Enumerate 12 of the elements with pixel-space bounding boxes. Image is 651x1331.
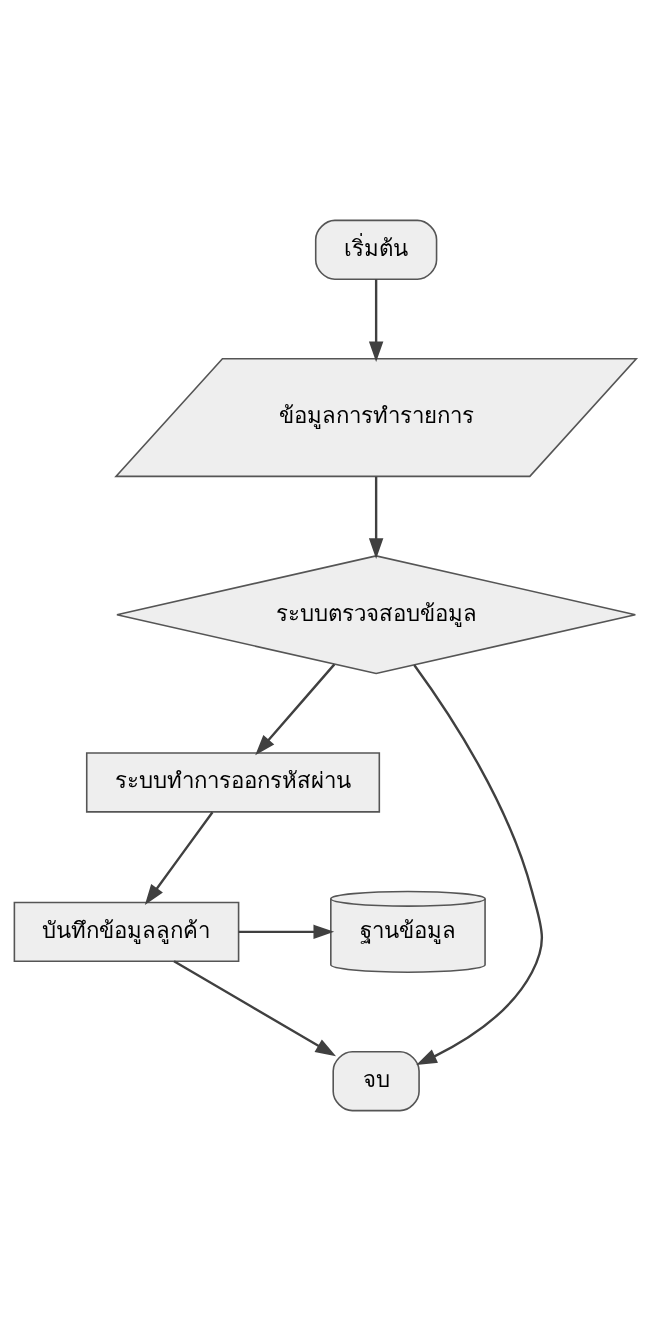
- arrow: [255, 663, 336, 756]
- arrow: [368, 476, 384, 559]
- arrow: [368, 279, 384, 363]
- node-diamond: ระบบตรวจสอบข้อมูล: [116, 555, 637, 675]
- node-box: เริ่มต้น: [314, 219, 438, 280]
- arrow: [238, 924, 335, 940]
- arrow: [144, 811, 214, 906]
- arrow: [173, 960, 337, 1057]
- arrow: [413, 664, 543, 1065]
- node-box: ระบบทำการออกรหัสผ่าน: [85, 752, 381, 813]
- node-box: จบ: [332, 1051, 420, 1112]
- node-box: บันทึกข้อมูลลูกค้า: [13, 901, 240, 963]
